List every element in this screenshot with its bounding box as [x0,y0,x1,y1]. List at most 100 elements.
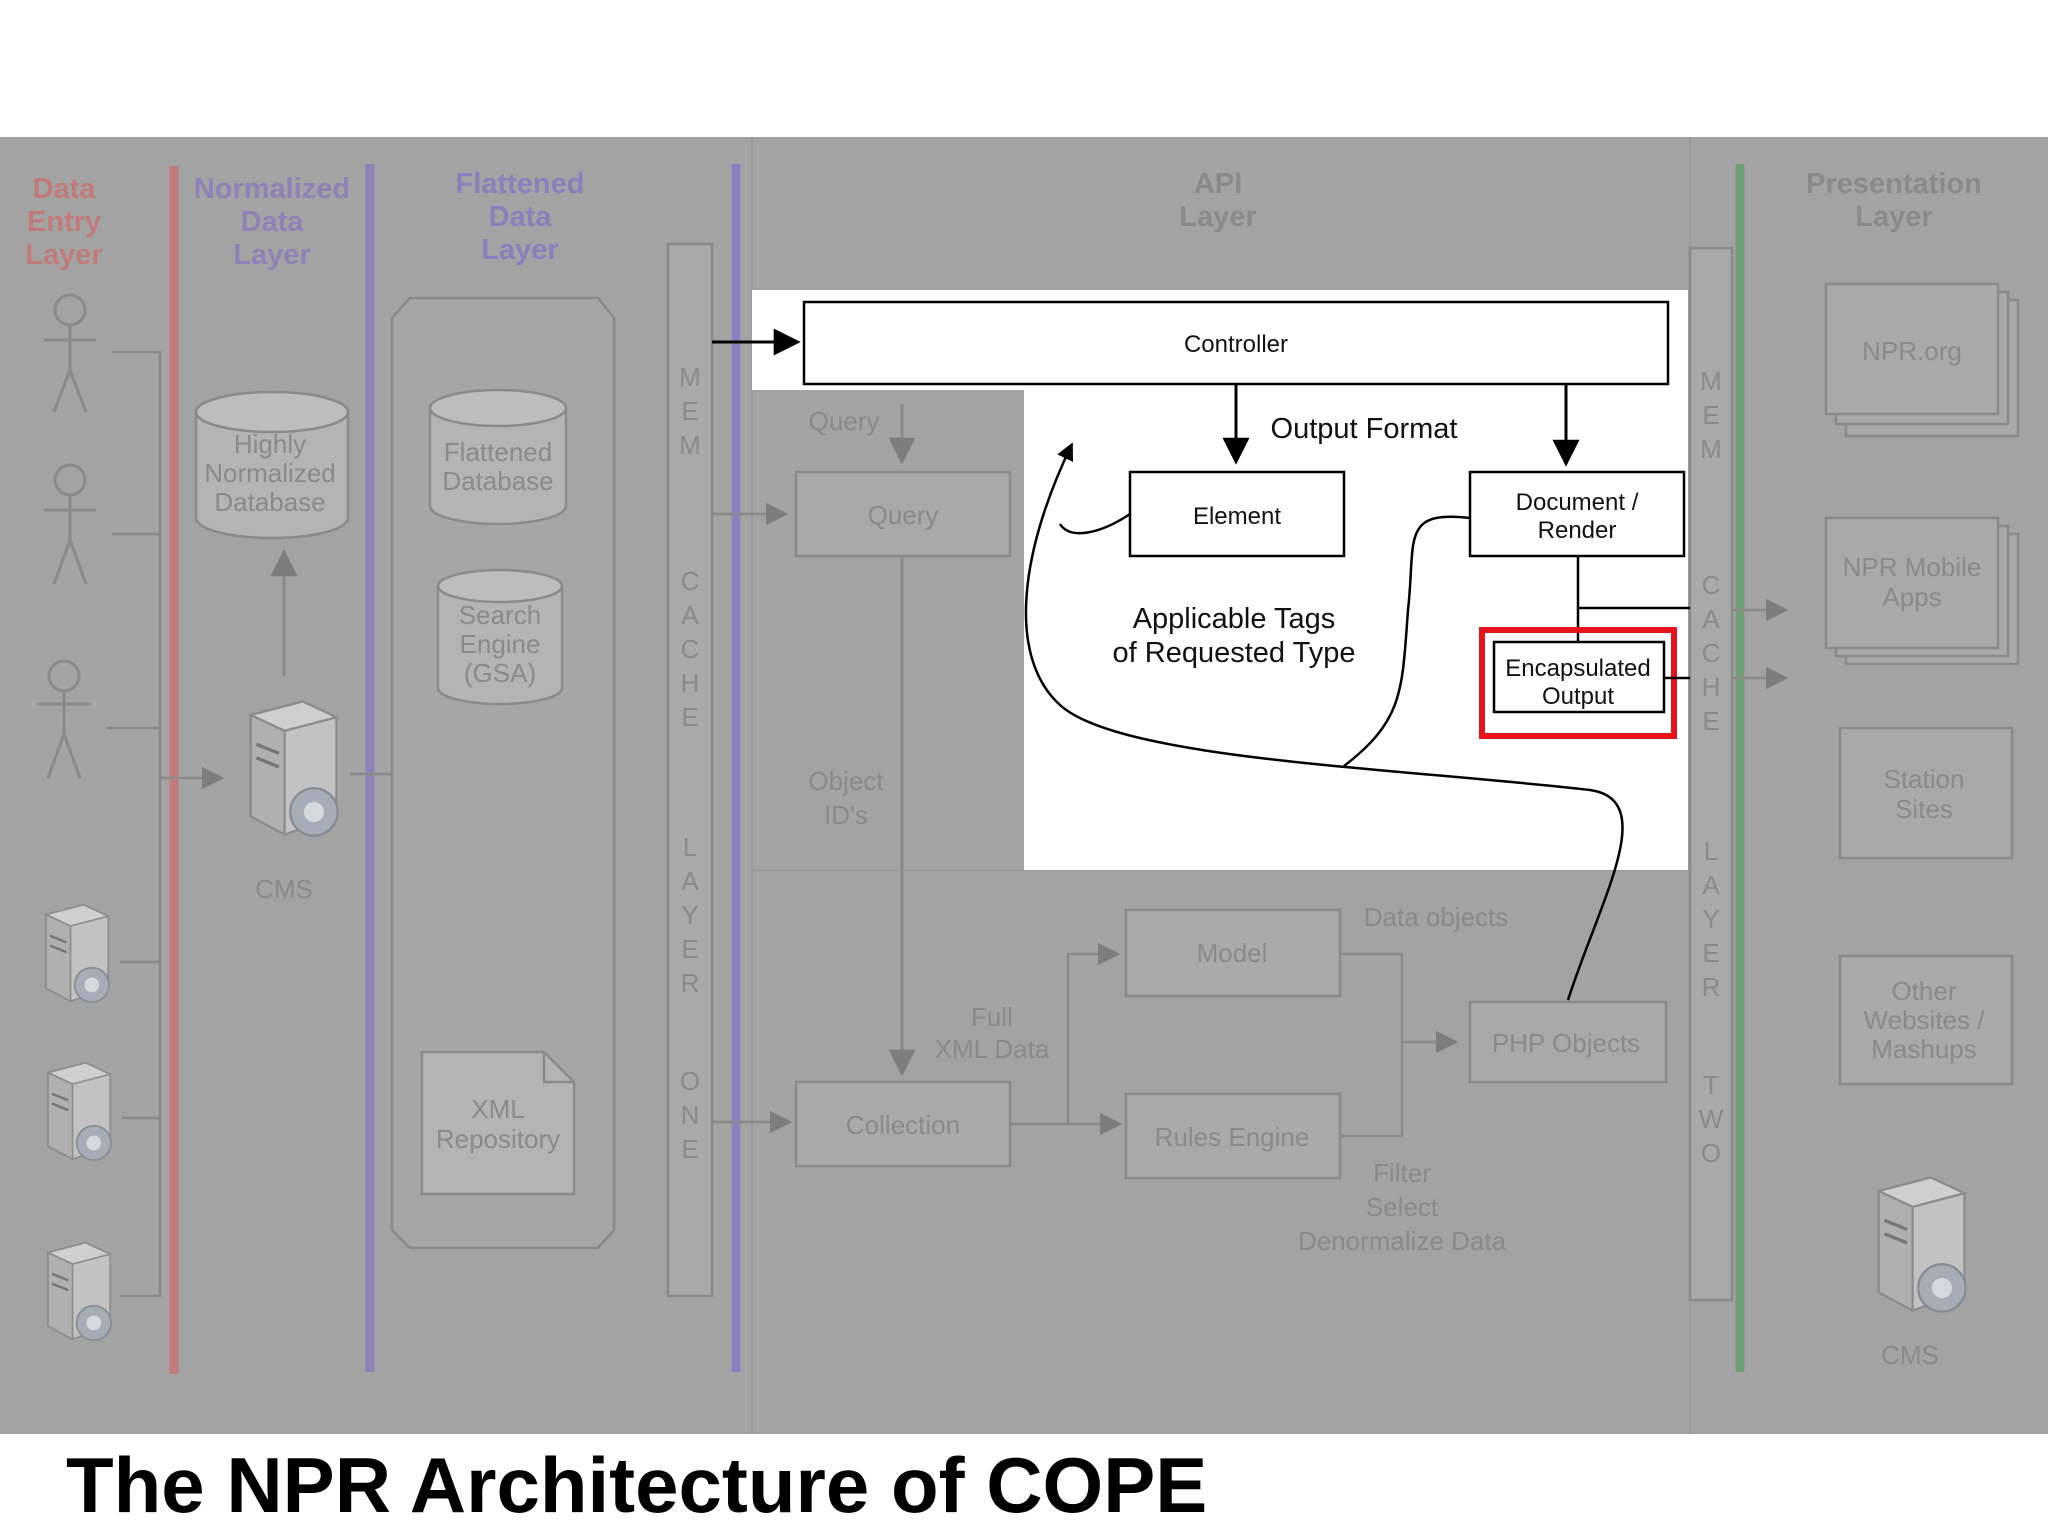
memcache-letter: A [1702,870,1720,900]
memcache-letter: A [1702,604,1720,634]
svg-text:NPR Mobile: NPR Mobile [1843,552,1982,582]
element-box [1128,470,1346,558]
memcache-letter: T [1703,1070,1719,1100]
query-box [794,470,1012,558]
document-to-php-curve [1343,515,1471,767]
memcache-letter: C [1702,638,1721,668]
memcache-layer-one [666,242,714,1298]
php-objects-box [1468,1000,1668,1084]
search-engine-database: Search Engine (GSA) [436,568,564,706]
filter-annotation-2: Select [1366,1192,1439,1222]
svg-text:Entry: Entry [27,206,101,238]
server-icon [249,699,340,838]
memcache-letter: O [680,1066,700,1096]
server-icon [46,1061,113,1162]
svg-text:Database: Database [214,487,325,517]
memcache-letter: E [681,1134,698,1164]
svg-text:Document /: Document / [1516,489,1639,516]
full-xml-annotation-2: XML Data [935,1034,1050,1064]
memcache-letter: E [681,934,698,964]
server-icon [1877,1175,1968,1314]
memcache-letter: M [1700,434,1722,464]
svg-text:Websites /: Websites / [1864,1005,1986,1035]
svg-text:Presentation: Presentation [1806,168,1982,200]
applicable-tags-annotation-2: of Requested Type [1113,637,1356,669]
svg-text:Query: Query [868,500,939,530]
memcache-letter: H [681,668,700,698]
data-objects-annotation: Data objects [1364,902,1509,932]
model-box [1124,908,1342,998]
svg-text:NPR.org: NPR.org [1862,336,1962,366]
svg-text:Data: Data [241,206,305,238]
memcache-letter: A [681,600,699,630]
memcache-layer-two [1688,246,1734,1302]
cms-right-label: CMS [1881,1340,1939,1370]
presentation-layer-header: Presentation Layer [1806,168,1982,233]
memcache-letter: E [681,702,698,732]
flattened-layer-header: Flattened Data Layer [456,168,585,266]
user-actor-icon [44,293,96,413]
svg-text:Station: Station [1884,764,1965,794]
svg-text:Database: Database [442,466,553,496]
server-icon [46,1241,113,1342]
memcache-letter: L [683,832,697,862]
filter-annotation-3: Denormalize Data [1298,1226,1507,1256]
data-entry-connectors [106,350,225,1298]
normalized-layer-header: Normalized Data Layer [194,173,350,271]
svg-text:Normalized: Normalized [204,458,336,488]
svg-text:PHP Objects: PHP Objects [1492,1028,1640,1058]
collection-to-model-connectors [1010,942,1123,1136]
other-websites-box [1838,954,2014,1086]
flattened-layer-container [390,296,616,1250]
highly-normalized-database: Highly Normalized Database [194,390,350,540]
element-loop-curve [1058,512,1131,535]
memcache-letter: R [681,968,700,998]
filter-annotation: Filter [1373,1158,1431,1188]
php-to-controller-curve [1024,442,1624,1001]
svg-text:Search: Search [459,600,541,630]
npr-org-stack: NPR.org [1824,282,2020,438]
svg-text:Engine: Engine [460,629,541,659]
svg-text:Other: Other [1891,976,1956,1006]
memcache-letter: L [1704,836,1718,866]
memcache-letter: R [1702,972,1721,1002]
memcache-letter: Y [1702,904,1719,934]
svg-text:Apps: Apps [1882,582,1941,612]
server-icon [44,903,111,1004]
station-sites-box [1838,726,2014,860]
svg-text:Data: Data [33,173,97,205]
svg-text:Collection: Collection [846,1110,960,1140]
svg-text:Layer: Layer [1179,201,1256,233]
svg-text:Layer: Layer [481,234,558,266]
svg-text:XML: XML [471,1094,524,1124]
collection-box [794,1080,1012,1168]
npr-mobile-apps-stack: NPR Mobile Apps [1824,516,2020,666]
svg-text:Mashups: Mashups [1871,1034,1977,1064]
api-layer-header: API Layer [1179,168,1256,233]
applicable-tags-annotation: Applicable Tags [1133,603,1336,635]
svg-text:Flattened: Flattened [456,168,585,200]
svg-text:Element: Element [1193,503,1281,530]
data-entry-layer-header: Data Entry Layer [25,173,102,271]
flattened-database: Flattened Database [428,388,568,526]
memcache-letter: C [681,566,700,596]
memcache-letter: M [679,362,701,392]
memcache-letter: N [681,1100,700,1130]
xml-repository-document: XML Repository [420,1050,576,1196]
memcache-letter: C [681,634,700,664]
svg-text:Layer: Layer [25,239,102,271]
svg-text:Model: Model [1197,938,1268,968]
svg-text:(GSA): (GSA) [464,658,536,688]
svg-text:Output: Output [1542,683,1614,710]
svg-text:Encapsulated: Encapsulated [1505,655,1650,682]
svg-text:Render: Render [1538,517,1617,544]
memcache-letter: H [1702,672,1721,702]
user-actor-icon [38,659,90,779]
cms-left-label: CMS [255,874,313,904]
svg-text:Normalized: Normalized [194,173,350,205]
encapsulated-output-box [1492,640,1666,714]
document-render-box [1468,470,1686,558]
